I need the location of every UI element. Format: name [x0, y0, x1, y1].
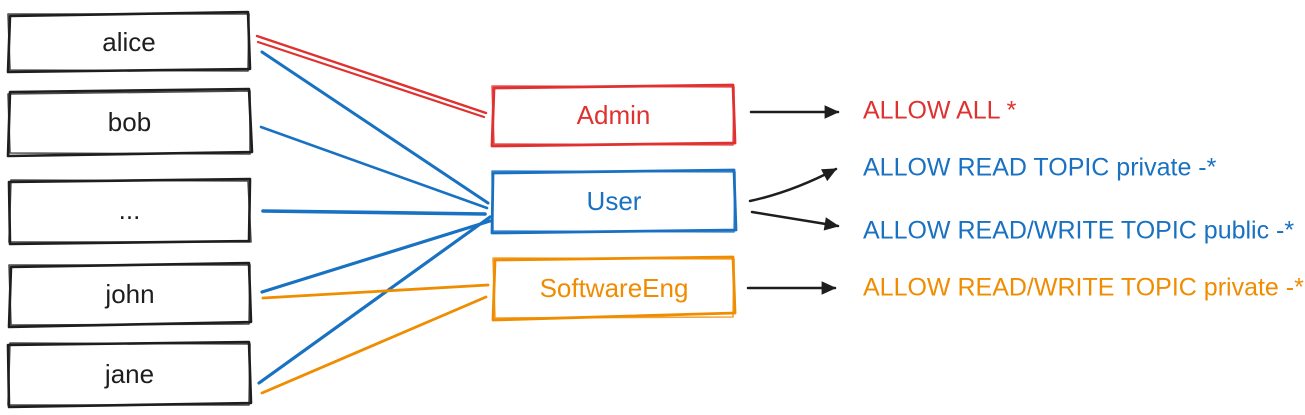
edge-jane-softwareeng	[260, 295, 488, 395]
edge-bob-user	[259, 125, 489, 210]
user-box-bob-outline	[6, 87, 254, 158]
user-box-alice-outline	[6, 10, 252, 74]
role-box-user-outline-overdraw	[491, 170, 736, 233]
user-box-bob-outline-overdraw	[7, 90, 251, 155]
role-box-softwareeng-outline	[491, 255, 737, 322]
arrow-user-allow-read-private	[748, 167, 838, 203]
edge-john-user	[260, 219, 492, 294]
edge-alice-user	[260, 50, 490, 205]
edge-alice-admin-overdraw	[256, 40, 486, 119]
edge-jane-user	[257, 215, 492, 385]
user-box-john-outline-overdraw	[8, 264, 251, 326]
user-box-ellipsis-outline-overdraw	[8, 179, 252, 243]
role-box-admin-outline-overdraw	[491, 85, 735, 146]
user-box-jane-outline	[6, 340, 253, 409]
user-box-john-outline	[7, 261, 253, 329]
user-box-alice-outline-overdraw	[7, 13, 250, 72]
edge-ellipsis-user	[261, 209, 487, 216]
edge-alice-admin	[255, 34, 488, 115]
role-box-admin-outline	[490, 83, 737, 148]
role-box-softwareeng-outline-overdraw	[492, 257, 735, 319]
role-box-user-outline	[490, 168, 738, 235]
arrow-user-allow-readwrite-public	[750, 210, 840, 231]
user-box-jane-outline-overdraw	[7, 342, 251, 406]
edge-john-softwareeng	[261, 283, 490, 300]
user-box-ellipsis-outline	[7, 177, 252, 246]
